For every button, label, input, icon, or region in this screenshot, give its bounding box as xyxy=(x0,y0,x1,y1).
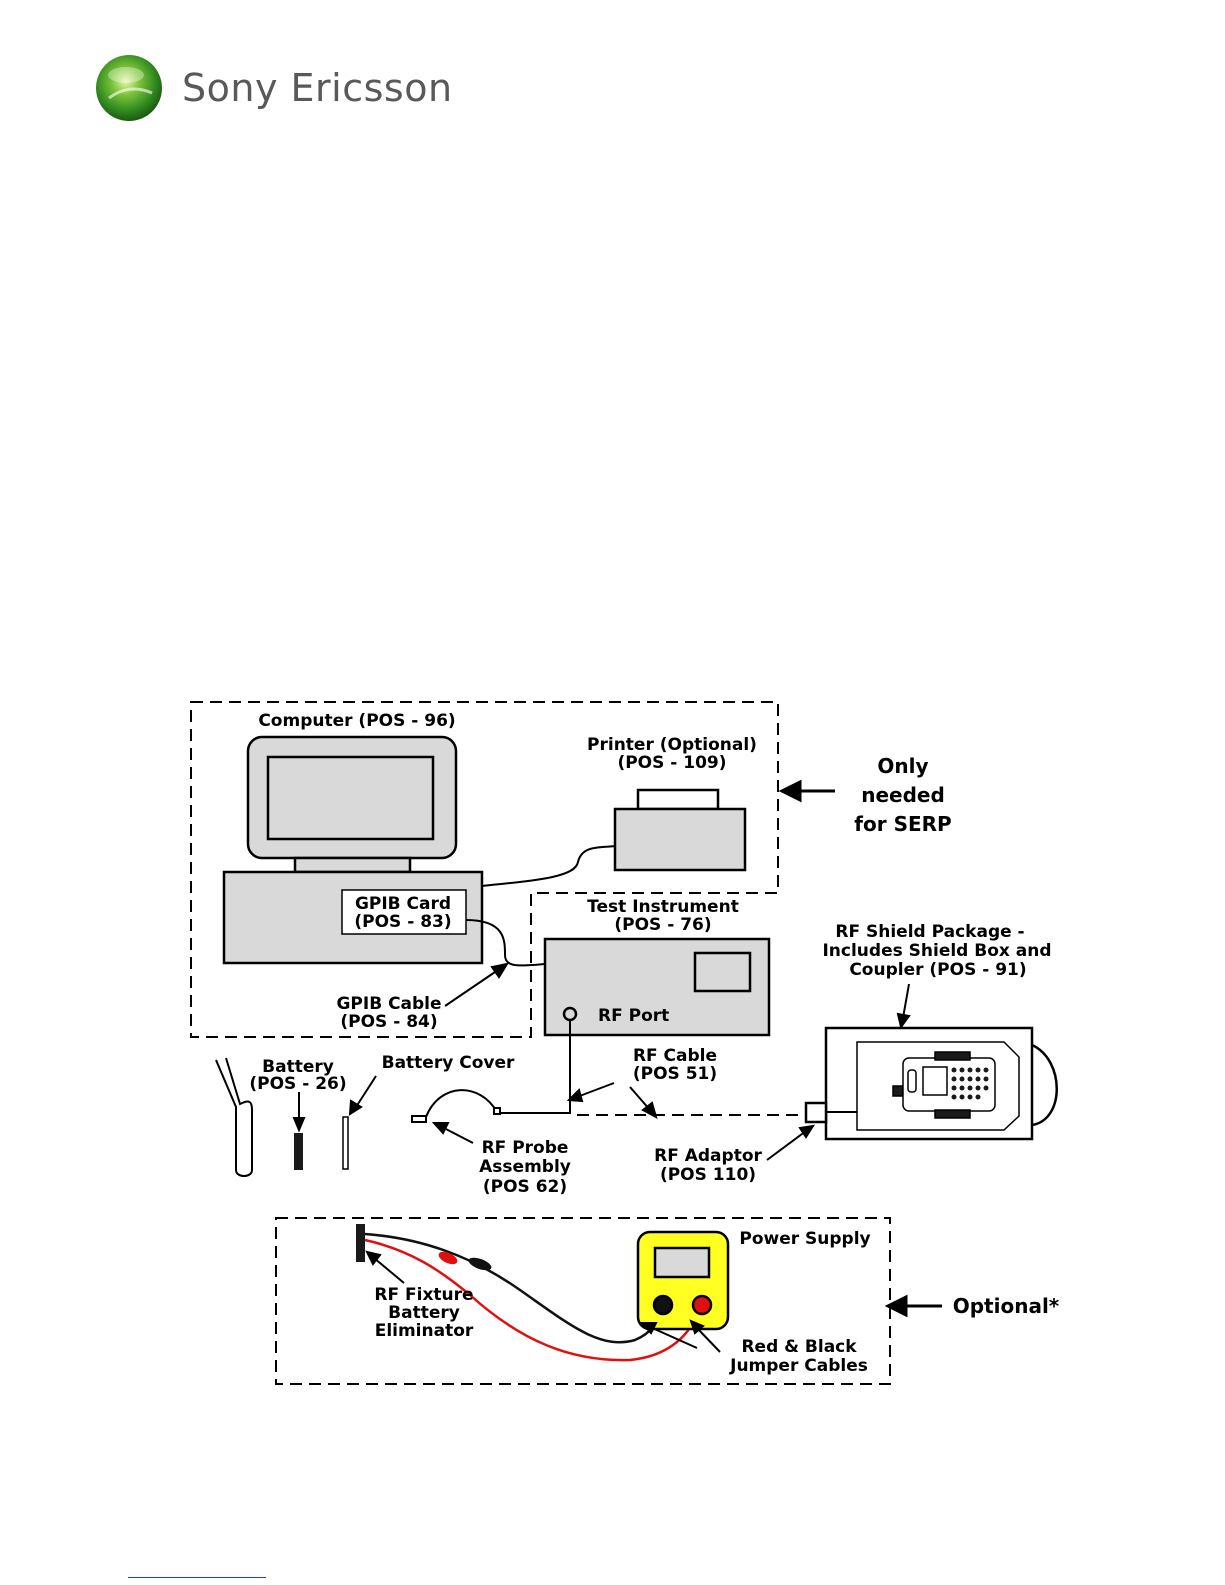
jumper-cables-label: Red & Black xyxy=(741,1337,857,1357)
arrow-icon xyxy=(348,1075,377,1116)
arrow-icon xyxy=(884,1294,942,1318)
phone-keypad xyxy=(951,1067,989,1100)
brand-wordmark: Sony Ericsson xyxy=(182,66,453,110)
serp-note: for SERP xyxy=(854,812,951,836)
rf-cable-label: RF Cable xyxy=(633,1046,717,1066)
arrow-icon xyxy=(896,983,911,1030)
arrow-icon xyxy=(566,1082,615,1103)
sony-ericsson-logo xyxy=(96,55,162,121)
printer-icon xyxy=(613,788,747,872)
fixture-label: Eliminator xyxy=(375,1321,474,1341)
gpib-card-label: (POS - 83) xyxy=(354,912,451,932)
gpib-card-label: GPIB Card xyxy=(355,894,451,914)
arrow-icon xyxy=(639,1322,698,1349)
arrow-icon xyxy=(629,1086,658,1120)
black-terminal xyxy=(652,1294,674,1316)
serp-boundary xyxy=(190,701,779,1038)
battery-icon xyxy=(294,1133,303,1170)
rf-adaptor-label: RF Adaptor xyxy=(654,1146,762,1166)
rf-adaptor-icon xyxy=(804,1101,828,1124)
battery-label: Battery xyxy=(262,1057,334,1077)
arrow-icon xyxy=(365,1250,405,1284)
serp-note: needed xyxy=(861,783,945,807)
red-clip-icon xyxy=(438,1251,458,1265)
gpib-cable-label: GPIB Cable xyxy=(336,994,441,1014)
shield-label: RF Shield Package - xyxy=(835,922,1024,942)
stylus-icon xyxy=(215,1057,253,1177)
rf-probe-label: (POS 62) xyxy=(483,1177,567,1197)
gpib-cable xyxy=(465,919,546,967)
power-supply-icon xyxy=(636,1230,730,1331)
rf-probe-label: Assembly xyxy=(479,1157,571,1177)
serp-note: Only xyxy=(877,754,928,778)
rf-port-connector xyxy=(562,1006,578,1022)
computer-icon xyxy=(222,735,484,965)
power-supply-label: Power Supply xyxy=(739,1229,870,1249)
gpib-card xyxy=(341,889,467,935)
printer-label: Printer (Optional) xyxy=(587,735,757,755)
rf-probe-cable xyxy=(425,1089,498,1118)
optional-boundary xyxy=(275,1217,891,1385)
printer-cable xyxy=(481,845,616,887)
black-clip-icon xyxy=(468,1257,492,1271)
rf-probe-label: RF Probe xyxy=(482,1138,569,1158)
red-terminal xyxy=(691,1294,713,1316)
shield-label: Includes Shield Box and xyxy=(822,941,1051,961)
printer-label: (POS - 109) xyxy=(617,753,726,773)
battery-eliminator-icon xyxy=(356,1224,365,1262)
jumper-cables-label: Jumper Cables xyxy=(729,1356,868,1376)
arrow-icon xyxy=(292,1092,306,1133)
test-instrument-label: (POS - 76) xyxy=(614,915,711,935)
battery-label: (POS - 26) xyxy=(249,1074,346,1094)
phone-icon xyxy=(892,1051,996,1119)
fixture-label: RF Fixture xyxy=(374,1285,473,1305)
shield-label: Coupler (POS - 91) xyxy=(849,960,1026,980)
arrow-icon xyxy=(689,1319,721,1353)
computer-label: Computer (POS - 96) xyxy=(258,711,455,731)
red-jumper-cable xyxy=(364,1238,704,1362)
arrow-icon xyxy=(444,962,510,1007)
test-instrument-label: Test Instrument xyxy=(587,897,739,917)
battery-cover-label: Battery Cover xyxy=(382,1053,515,1073)
rf-port-label: RF Port xyxy=(598,1006,669,1026)
black-jumper-cable xyxy=(364,1232,665,1344)
rf-cable-label: (POS 51) xyxy=(633,1064,717,1084)
optional-note: Optional* xyxy=(953,1294,1060,1318)
arrow-icon xyxy=(766,1124,816,1161)
footer-rule xyxy=(128,1577,266,1578)
gpib-cable-label: (POS - 84) xyxy=(340,1012,437,1032)
arrow-icon xyxy=(431,1122,474,1144)
arrow-icon xyxy=(778,779,835,803)
test-instrument-icon xyxy=(543,937,771,1037)
rf-cable xyxy=(497,1020,571,1114)
fixture-label: Battery xyxy=(388,1303,460,1323)
rf-adaptor-label: (POS 110) xyxy=(660,1165,756,1185)
battery-cover-icon xyxy=(342,1116,349,1170)
